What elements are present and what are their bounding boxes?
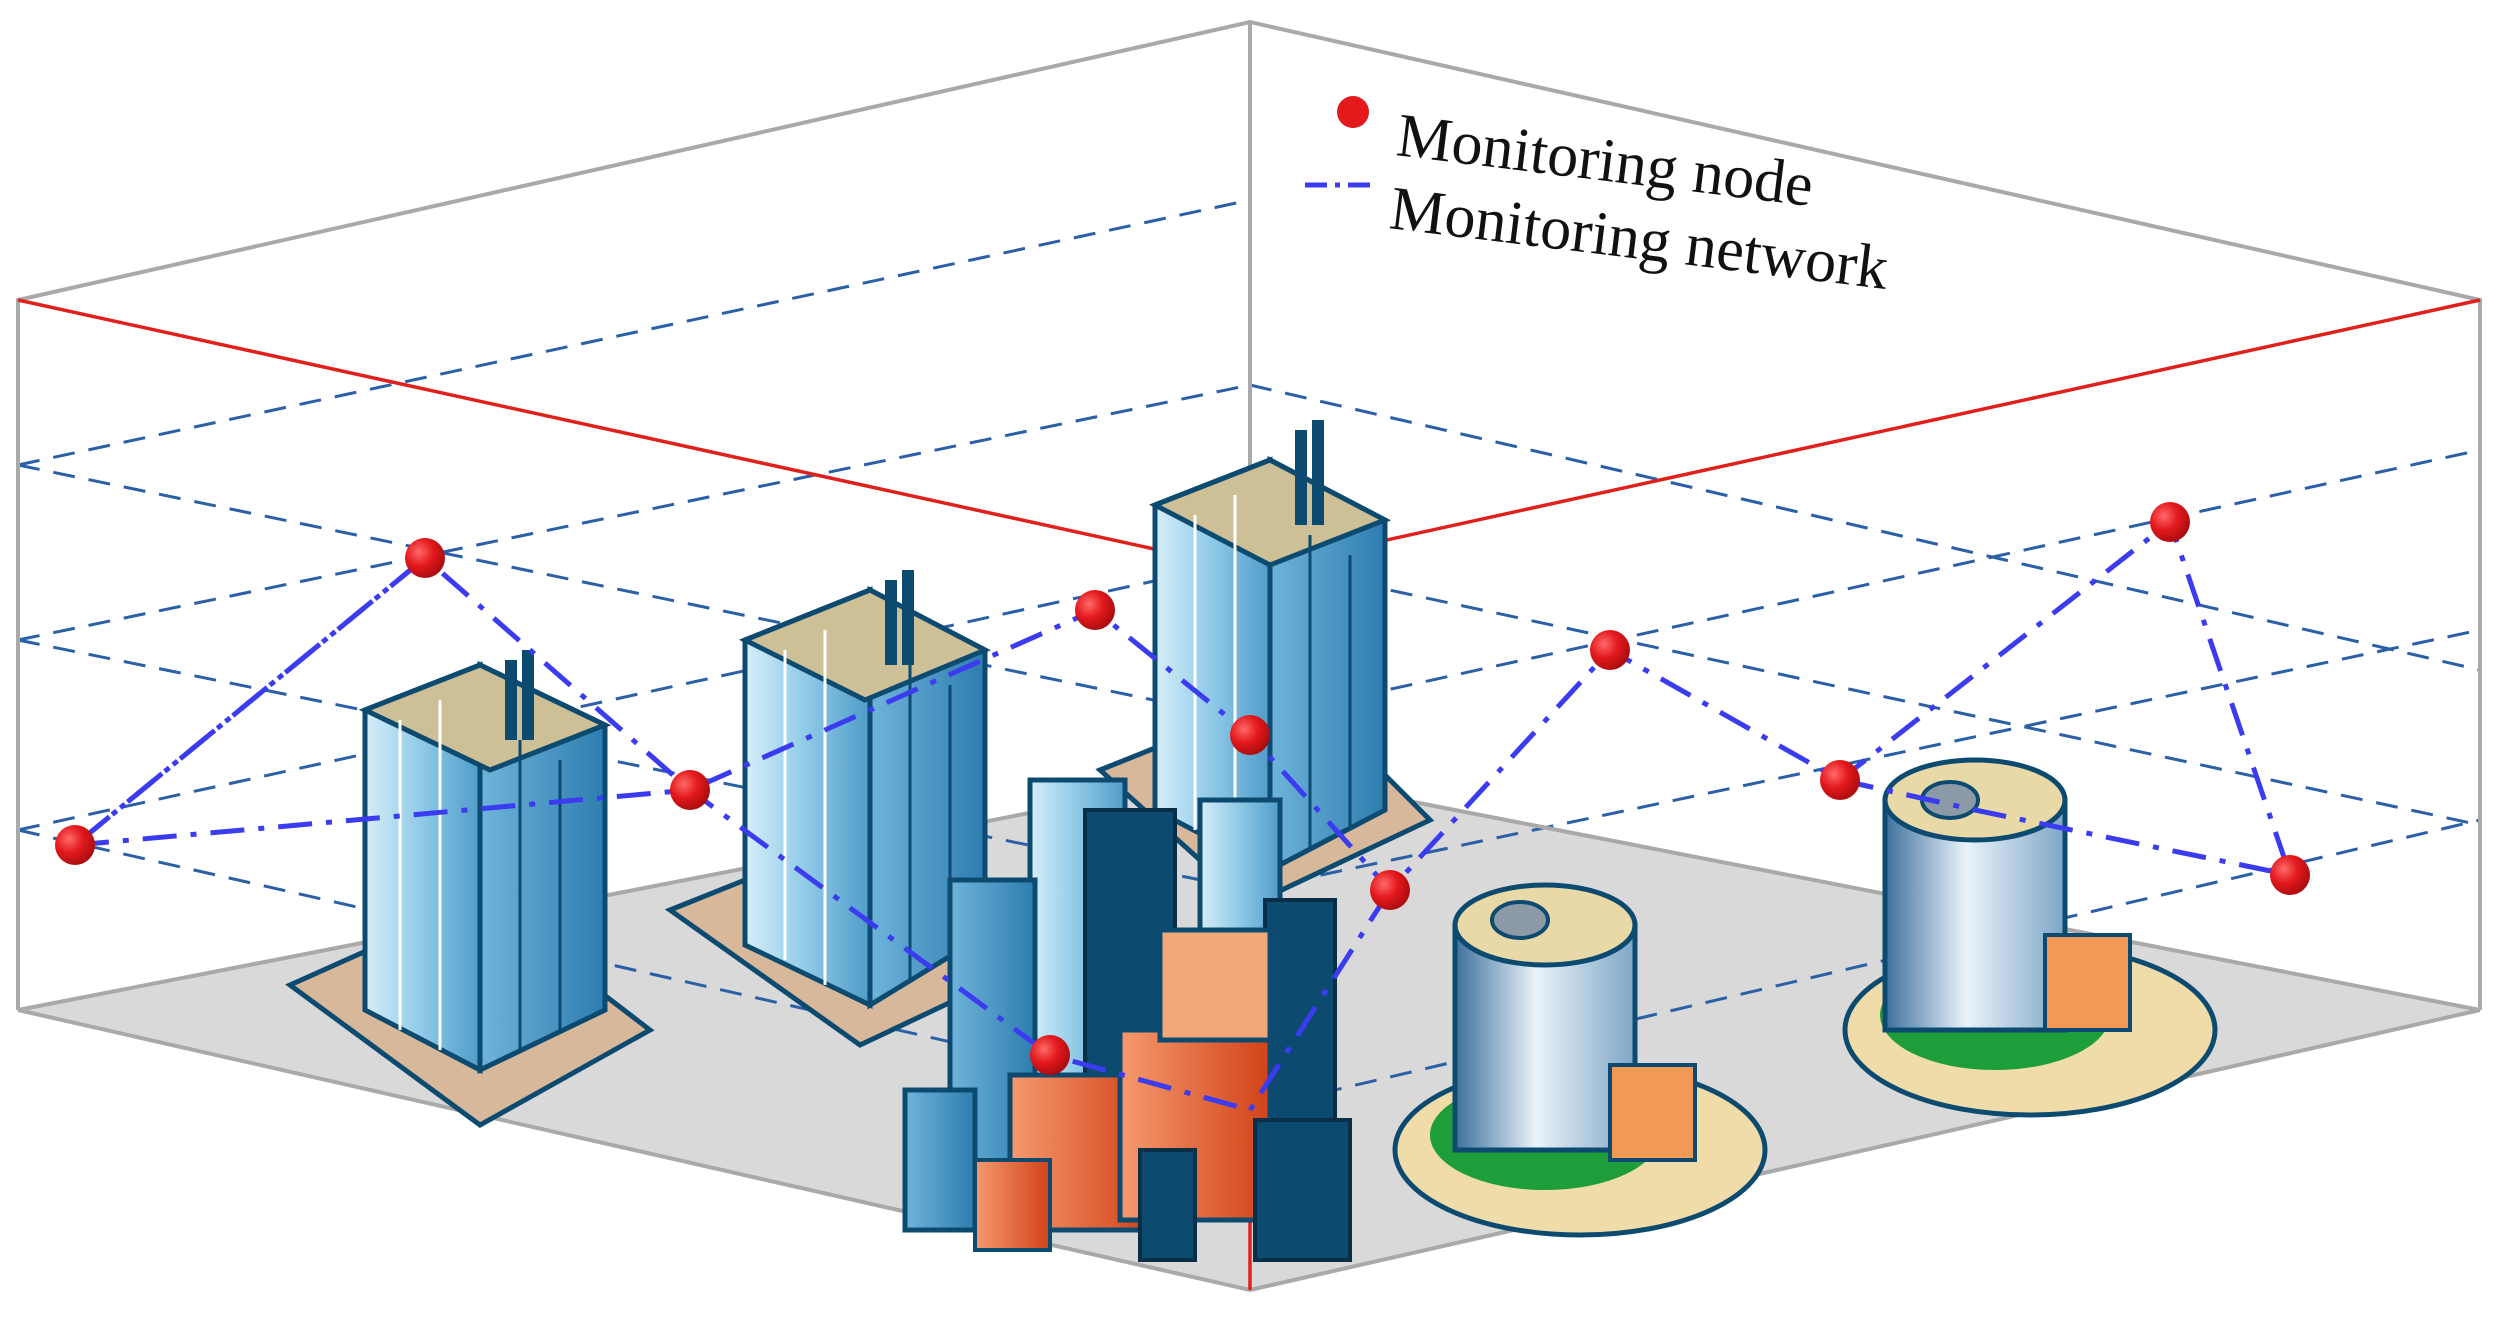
monitoring-node-icon — [1820, 760, 1860, 800]
monitoring-node-icon — [405, 538, 445, 578]
monitoring-node-icon — [2270, 855, 2310, 895]
round-office-building-icon — [1842, 757, 2218, 1118]
monitoring-node-icon — [1590, 630, 1630, 670]
monitoring-node-icon — [1230, 715, 1270, 755]
glass-tower-icon — [285, 650, 655, 1128]
monitoring-network — [73, 517, 2293, 1113]
monitoring-node-icon — [670, 770, 710, 810]
city-cluster-icon — [902, 777, 1352, 1262]
monitoring-node-icon — [55, 825, 95, 865]
glass-tower-icon — [1095, 420, 1435, 908]
monitoring-node-icon — [2150, 502, 2190, 542]
monitoring-node-icon — [1370, 870, 1410, 910]
monitoring-node-icon — [1030, 1035, 1070, 1075]
legend: Monitoring node Monitoring network — [1305, 96, 1892, 303]
legend-node-icon — [1337, 96, 1369, 128]
monitoring-node-icon — [1075, 590, 1115, 630]
monitoring-nodes — [55, 502, 2310, 1075]
round-office-building-icon — [1392, 882, 1768, 1238]
